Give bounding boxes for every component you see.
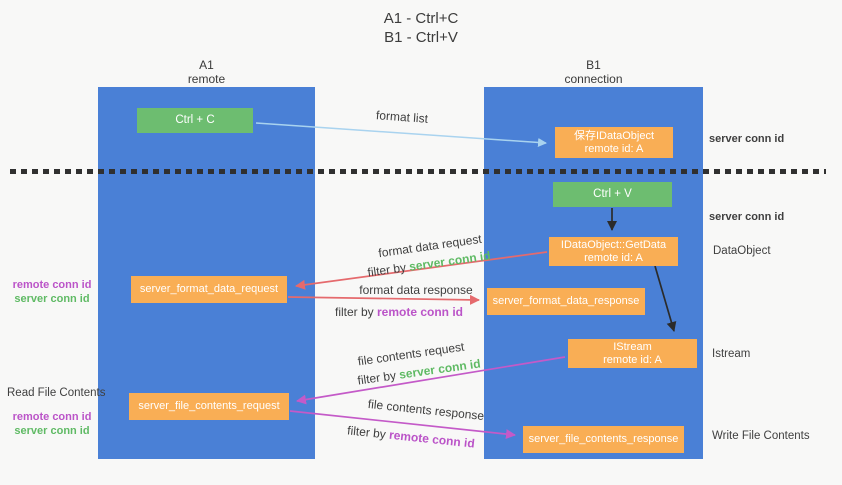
title-line-1: A1 - Ctrl+C: [383, 10, 459, 27]
label-dataobject: DataObject: [713, 245, 771, 257]
arrow-getdata-to-istream: [654, 265, 677, 332]
diagram-title: A1 - Ctrl+C B1 - Ctrl+V: [0, 9, 842, 47]
label-remote-conn-id-left-1: remote conn id: [12, 279, 92, 291]
node-ctrl-c-label: Ctrl + C: [175, 114, 215, 126]
node-getdata-line2: remote id: A: [584, 251, 643, 264]
lifeline-a1-role: remote: [187, 72, 226, 86]
remote-conn-id-text: remote conn id: [377, 305, 464, 319]
lifeline-b1-role: connection: [564, 72, 623, 86]
node-save-idataobject-line2: remote id: A: [584, 142, 644, 155]
arrow-file-contents-request: [296, 356, 566, 405]
node-istream: IStream remote id: A: [568, 339, 697, 368]
conn-id-group-format: remote conn id server conn id: [8, 278, 96, 306]
conn-id-group-file: remote conn id server conn id: [8, 410, 96, 438]
node-format-response-label: server_format_data_response: [492, 295, 640, 307]
node-file-request-label: server_file_contents_request: [138, 400, 280, 412]
node-server-file-contents-request: server_file_contents_request: [129, 393, 289, 420]
node-save-idataobject-line1: 保存IDataObject: [573, 129, 655, 142]
label-write-file-contents: Write File Contents: [712, 430, 810, 442]
node-save-idataobject: 保存IDataObject remote id: A: [555, 127, 673, 158]
arrow-format-data-response: [287, 294, 480, 305]
node-server-format-data-response: server_format_data_response: [487, 288, 645, 315]
node-idataobject-getdata: IDataObject::GetData remote id: A: [549, 237, 678, 266]
arrow-format-list: [255, 122, 547, 147]
node-istream-line1: IStream: [613, 340, 652, 353]
node-file-response-label: server_file_contents_response: [528, 433, 679, 445]
label-server-conn-id-left-1: server conn id: [14, 293, 90, 305]
arrow-format-data-request: [295, 251, 548, 290]
node-ctrl-c: Ctrl + C: [137, 108, 253, 133]
label-istream: Istream: [712, 348, 751, 360]
node-ctrl-v: Ctrl + V: [553, 182, 672, 207]
label-remote-conn-id-left-2: remote conn id: [12, 411, 92, 423]
node-ctrl-v-label: Ctrl + V: [593, 188, 632, 200]
label-server-conn-id-right-top: server conn id: [709, 133, 785, 145]
title-line-2: B1 - Ctrl+V: [384, 29, 458, 46]
filter-by-text: filter by: [334, 305, 377, 319]
lifeline-header-b1: B1 connection: [484, 58, 703, 86]
node-format-request-label: server_format_data_request: [139, 283, 279, 295]
label-format-data-response: format data response: [359, 283, 473, 297]
lifeline-header-a1: A1 remote: [98, 58, 315, 86]
lifeline-a1-name: A1: [199, 58, 214, 72]
node-server-file-contents-response: server_file_contents_response: [523, 426, 684, 453]
lifeline-b1-name: B1: [586, 58, 601, 72]
label-filter-by-remote-conn-id-1: filter by remote conn id: [335, 305, 463, 319]
label-read-file-contents: Read File Contents: [7, 387, 106, 399]
label-server-conn-id-right-mid: server conn id: [709, 211, 785, 223]
phase-separator-dotted-line: [10, 169, 826, 174]
node-getdata-line1: IDataObject::GetData: [560, 238, 667, 251]
node-istream-line2: remote id: A: [603, 353, 662, 366]
arrow-file-contents-response: [289, 410, 516, 440]
node-server-format-data-request: server_format_data_request: [131, 276, 287, 303]
label-server-conn-id-left-2: server conn id: [14, 425, 90, 437]
